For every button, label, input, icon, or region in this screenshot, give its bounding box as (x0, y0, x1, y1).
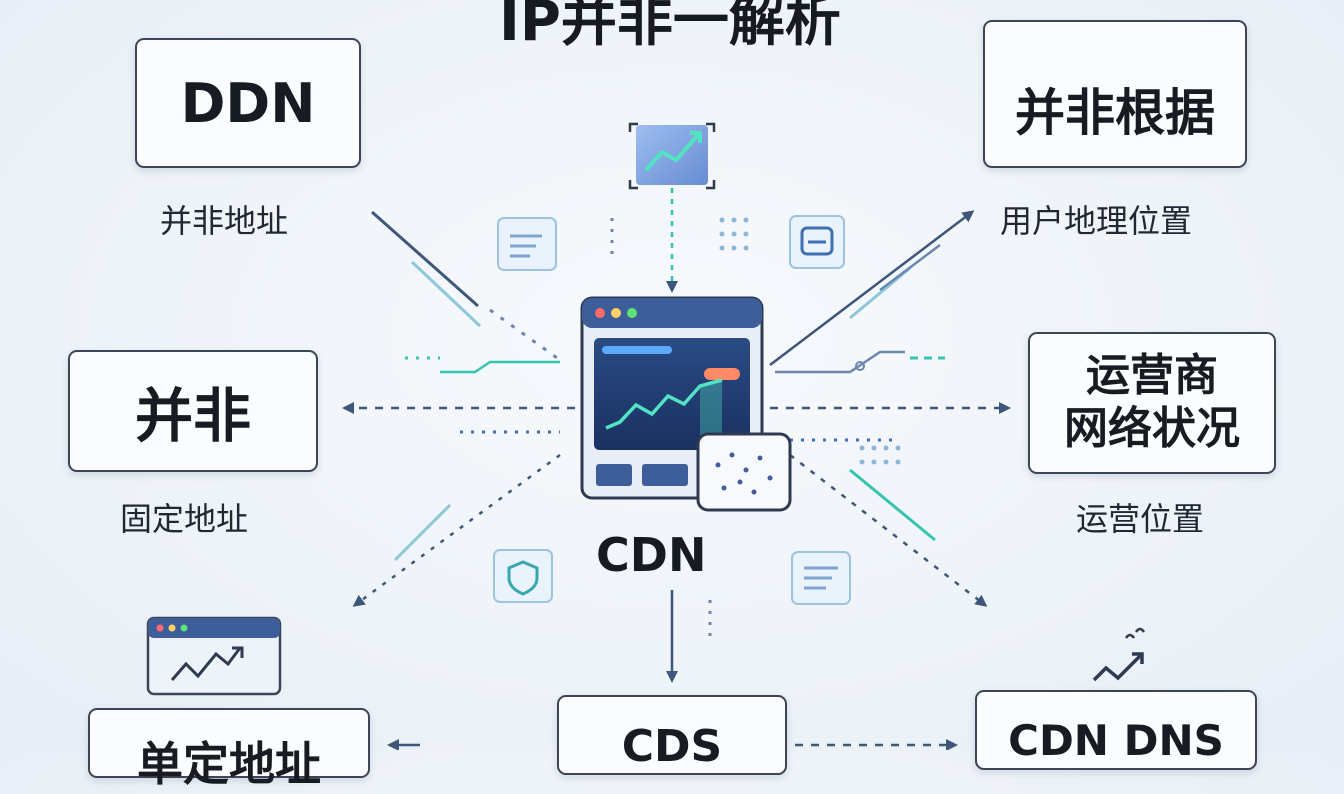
node-genju-box: 并非根据 (983, 20, 1247, 168)
connector-mid-left (342, 356, 575, 434)
node-bingfei-box: 并非 (68, 350, 318, 472)
connector-top-left (371, 210, 561, 362)
node-ddn-text: DDN (180, 71, 316, 135)
node-ddn-box: DDN (135, 38, 361, 168)
connector-bottom-center (666, 590, 712, 683)
connector-bottom-right (789, 454, 988, 607)
document-icon (497, 217, 557, 271)
node-bingfei-caption: 固定地址 (120, 500, 249, 538)
shield-icon (493, 549, 553, 603)
connector-layer (146, 35, 1149, 750)
small-trend-icon (1092, 627, 1146, 682)
node-cds-text: CDS (621, 721, 723, 772)
node-cdndns-box: CDN DNS (975, 690, 1257, 770)
node-cds-box: CDS (557, 695, 787, 775)
node-bingfei-text: 并非 (134, 382, 251, 450)
node-genju-caption: 用户地理位置 (1000, 202, 1193, 240)
diagram-stage: IP并非一解析 DDN 并非地址 并非 固定地址 单定地址 并非根据 用户地理位… (68, 0, 1276, 791)
node-yunyingshang-line1: 运营商 (1086, 350, 1218, 402)
dot-grid-decoration (719, 217, 901, 465)
node-cdndns-text: CDN DNS (1008, 716, 1224, 765)
node-genju-text: 并非根据 (1015, 84, 1215, 142)
database-icon (789, 215, 845, 269)
node-yunyingshang-box: 运营商 网络状况 (1028, 332, 1276, 474)
list-document-icon (791, 551, 851, 605)
cdn-dashboard-window (580, 296, 792, 512)
node-dandingdizhi-box: 单定地址 (88, 708, 370, 791)
connector-top-right (769, 210, 975, 366)
trend-chart-icon (628, 122, 716, 190)
center-cdn-label: CDN (596, 528, 707, 582)
trend-window-icon (146, 616, 282, 696)
node-ddn-caption: 并非地址 (160, 202, 289, 240)
connector-mid-right (770, 350, 1011, 442)
connector-top-center (610, 188, 678, 293)
node-yunyingshang-line2: 网络状况 (1064, 403, 1240, 454)
node-yunyingshang-caption: 运营位置 (1076, 500, 1205, 538)
connector-bottom-left (352, 453, 561, 607)
node-dandingdizhi-text: 单定地址 (137, 737, 321, 791)
page-title: IP并非一解析 (499, 0, 841, 54)
